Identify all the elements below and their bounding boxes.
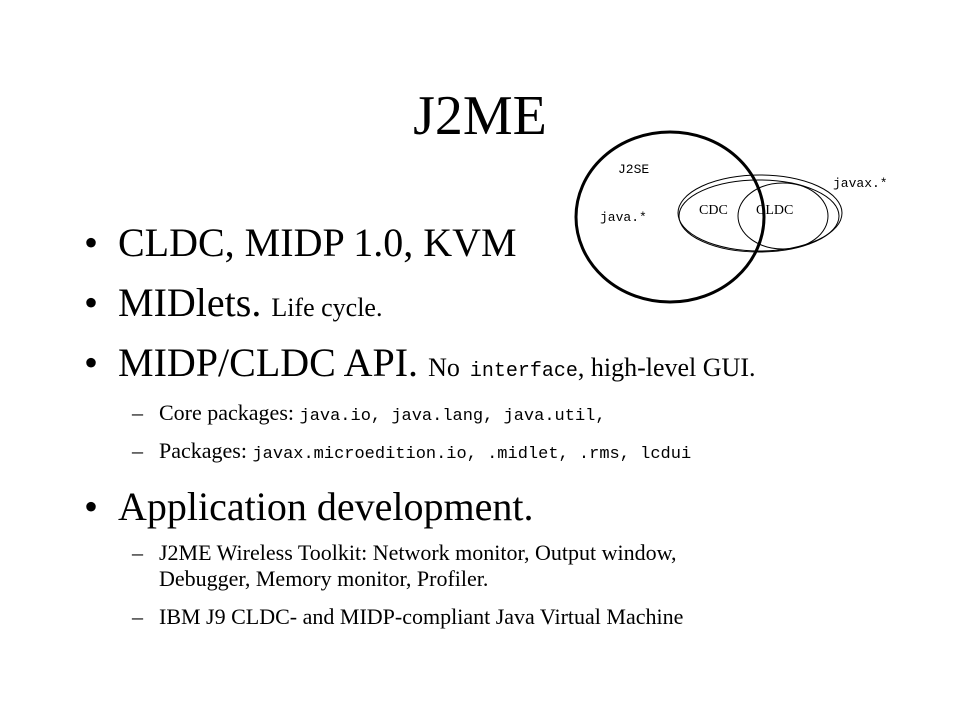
subbullet-label: Core packages: [159, 400, 294, 425]
bullet-text: Application development. [118, 484, 534, 529]
subbullet-ibm-j9: – IBM J9 CLDC- and MIDP-compliant Java V… [132, 604, 683, 630]
javax-ellipse [677, 174, 843, 252]
bullet-application-development: • Application development. [84, 484, 533, 530]
bullet-glyph: • [84, 280, 99, 325]
j2se-ellipse [574, 130, 766, 304]
subbullet-code: java.io, java.lang, java.util, [299, 407, 606, 426]
bullet-tail-post: , high-level GUI. [577, 353, 756, 382]
subbullet-line-2: Debugger, Memory monitor, Profiler. [159, 566, 489, 592]
dash-glyph: – [132, 400, 143, 425]
subbullet-wireless-toolkit: – J2ME Wireless Toolkit: Network monitor… [132, 540, 677, 593]
dash-glyph: – [132, 438, 143, 463]
dash-glyph: – [132, 604, 143, 629]
bullet-cldc-midp-kvm: • CLDC, MIDP 1.0, KVM [84, 220, 517, 266]
cdc-ellipse [678, 179, 840, 253]
bullet-glyph: • [84, 220, 99, 265]
subbullet-core-packages: – Core packages: java.io, java.lang, jav… [132, 400, 606, 427]
bullet-tail-code: interface [469, 360, 578, 383]
subbullet-label: Packages: [159, 438, 247, 463]
subbullet-code: javax.microedition.io, .midlet, .rms, lc… [252, 445, 692, 464]
dash-glyph: – [132, 540, 143, 565]
java-label: java.* [600, 210, 647, 225]
javax-label: javax.* [833, 176, 888, 191]
cldc-label: CLDC [756, 203, 793, 218]
bullet-midlets: • MIDlets. Life cycle. [84, 280, 382, 326]
bullet-text: MIDP/CLDC API. [118, 340, 419, 385]
bullet-glyph: • [84, 484, 99, 529]
bullet-text: MIDlets. [118, 280, 262, 325]
platform-diagram: J2SE java.* javax.* CDC CLDC [574, 130, 925, 305]
slide-title: J2ME [413, 85, 547, 147]
subbullet-text: IBM J9 CLDC- and MIDP-compliant Java Vir… [159, 604, 684, 629]
subbullet-line-1: J2ME Wireless Toolkit: Network monitor, … [159, 540, 677, 565]
j2se-label: J2SE [618, 162, 649, 177]
cdc-label: CDC [699, 203, 728, 218]
subbullet-packages: – Packages: javax.microedition.io, .midl… [132, 438, 691, 465]
bullet-tail-pre: No [428, 353, 460, 382]
bullet-midp-cldc-api: • MIDP/CLDC API. No interface, high-leve… [84, 340, 756, 386]
bullet-tail: Life cycle. [271, 293, 383, 322]
bullet-text: CLDC, MIDP 1.0, KVM [118, 220, 517, 265]
bullet-glyph: • [84, 340, 99, 385]
cldc-ellipse [737, 182, 829, 250]
platform-diagram-svg: J2SE java.* javax.* CDC CLDC [574, 130, 888, 304]
